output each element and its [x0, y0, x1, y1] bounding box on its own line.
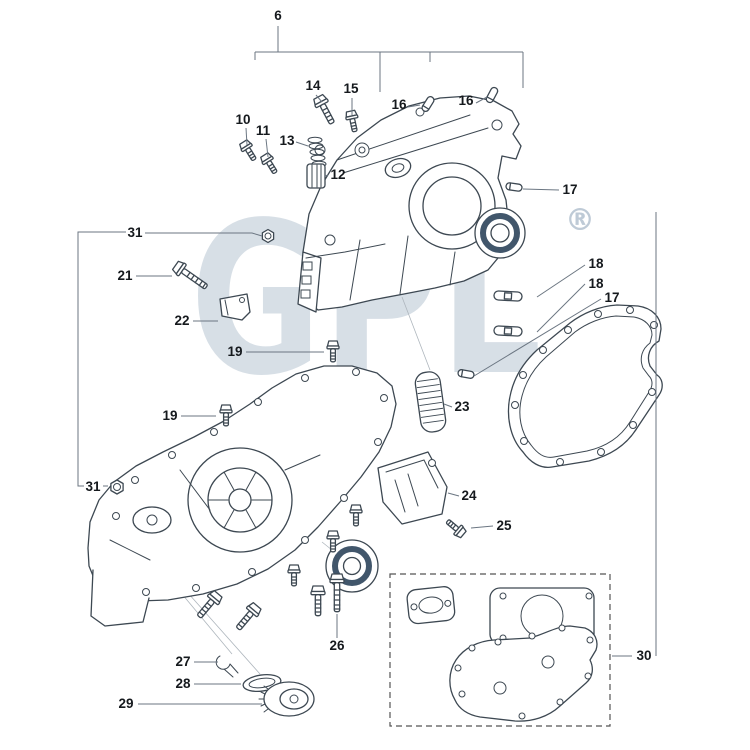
- dowel-pin-16b: [484, 85, 500, 105]
- cap-assembly: [215, 655, 315, 717]
- gasket-kit-box: [389, 573, 611, 727]
- clip-27: [215, 655, 239, 678]
- nut-31a: [261, 228, 275, 244]
- upper-crankcase-half: [297, 95, 522, 313]
- callout-13[interactable]: 13: [279, 133, 295, 148]
- callout-17[interactable]: 17: [562, 182, 577, 197]
- sleeve-12: [306, 163, 326, 189]
- bolt-26: [329, 573, 345, 613]
- callout-12[interactable]: 12: [330, 167, 345, 182]
- screw-25: [442, 515, 468, 540]
- screw-10: [237, 138, 261, 164]
- callout-14[interactable]: 14: [305, 78, 321, 93]
- callout-26[interactable]: 26: [329, 638, 345, 653]
- callout-31[interactable]: 31: [127, 225, 143, 240]
- callout-16[interactable]: 16: [391, 97, 407, 112]
- callout-23[interactable]: 23: [454, 399, 470, 414]
- callout-6[interactable]: 6: [274, 8, 282, 23]
- callout-labels: 6 14 15 16 16 10 11 13 12 17 31 18 18 17…: [85, 8, 651, 711]
- bolt: [232, 600, 264, 634]
- callout-21[interactable]: 21: [117, 268, 133, 283]
- buffer-pin-18b: [493, 325, 523, 337]
- exhaust-gasket: [406, 586, 456, 625]
- callout-30[interactable]: 30: [636, 648, 651, 663]
- screw-11: [258, 151, 282, 177]
- bolt-14: [311, 93, 340, 128]
- plug-31b: [110, 479, 124, 495]
- callout-24[interactable]: 24: [461, 488, 477, 503]
- callout-28[interactable]: 28: [175, 676, 191, 691]
- callout-29[interactable]: 29: [118, 696, 133, 711]
- crankcase-kit-gasket: [449, 624, 598, 722]
- callout-15[interactable]: 15: [343, 81, 359, 96]
- callout-18[interactable]: 18: [588, 256, 604, 271]
- buffer-pin-18a: [493, 290, 523, 302]
- bracket-22: [219, 293, 251, 321]
- fasteners: [110, 85, 524, 634]
- callout-10[interactable]: 10: [235, 112, 250, 127]
- callout-22[interactable]: 22: [174, 313, 189, 328]
- callout-31[interactable]: 31: [85, 479, 101, 494]
- callout-19[interactable]: 19: [162, 408, 177, 423]
- leader-lines: [77, 26, 657, 705]
- callout-25[interactable]: 25: [496, 518, 512, 533]
- callout-11[interactable]: 11: [256, 123, 271, 138]
- bolt: [310, 585, 326, 617]
- callout-19[interactable]: 19: [227, 344, 242, 359]
- crankshaft-bearing-upper: [474, 207, 526, 259]
- pin-17a: [504, 181, 524, 193]
- callout-18[interactable]: 18: [588, 276, 604, 291]
- strainer-screen: [414, 371, 447, 433]
- cover-shroud: [377, 451, 448, 525]
- callout-16[interactable]: 16: [458, 93, 474, 108]
- callout-17[interactable]: 17: [604, 290, 619, 305]
- lower-crankcase-half: [87, 365, 397, 627]
- bolt: [287, 564, 301, 587]
- crankcase-gasket: [507, 304, 663, 468]
- callout-27[interactable]: 27: [175, 654, 190, 669]
- registered-trademark-icon: ®: [565, 203, 595, 238]
- cap-29: [258, 681, 315, 717]
- screw-15: [344, 109, 362, 134]
- bolt: [349, 504, 363, 527]
